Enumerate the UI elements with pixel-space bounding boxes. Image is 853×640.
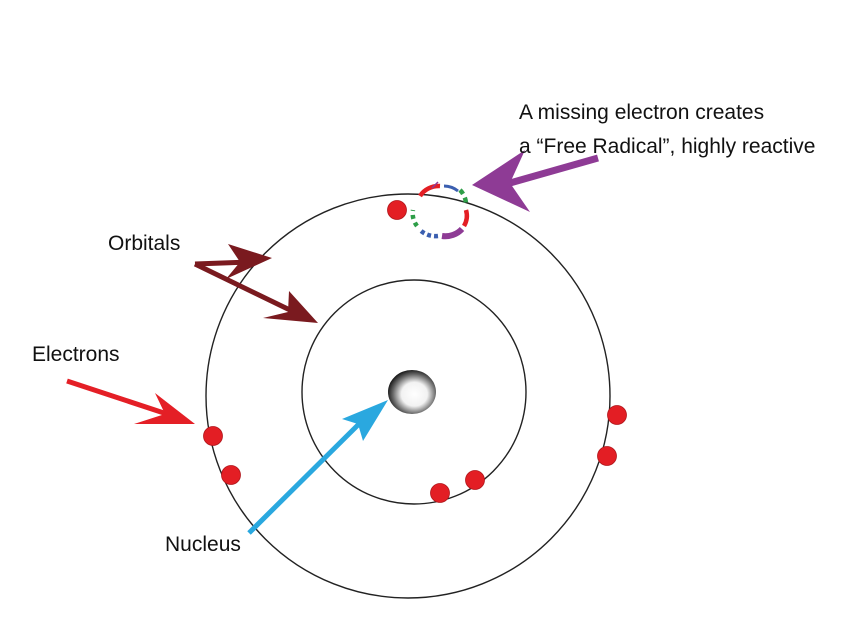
nucleus-arrow (247, 400, 388, 535)
electrons-arrow (66, 378, 195, 424)
electron (607, 405, 627, 425)
outer-orbit (205, 193, 611, 599)
electron (465, 470, 485, 490)
electron (203, 426, 223, 446)
electron (221, 465, 241, 485)
electrons-label: Electrons (32, 343, 120, 366)
free-radical-arrow (472, 150, 599, 212)
electrons-group (203, 200, 627, 503)
nucleus-label: Nucleus (165, 533, 241, 556)
electron (430, 483, 450, 503)
orbitals-arrows (193, 244, 318, 323)
free-radical-label: A missing electron creates a “Free Radic… (519, 96, 815, 164)
nucleus (388, 370, 436, 414)
electron (387, 200, 407, 220)
free-radical-label-line2: a “Free Radical”, highly reactive (519, 135, 816, 158)
missing-electron-icon (410, 181, 470, 240)
free-radical-label-line1: A missing electron creates (519, 101, 765, 124)
orbitals-label: Orbitals (108, 232, 181, 255)
electron (597, 446, 617, 466)
inner-orbit (301, 279, 527, 505)
